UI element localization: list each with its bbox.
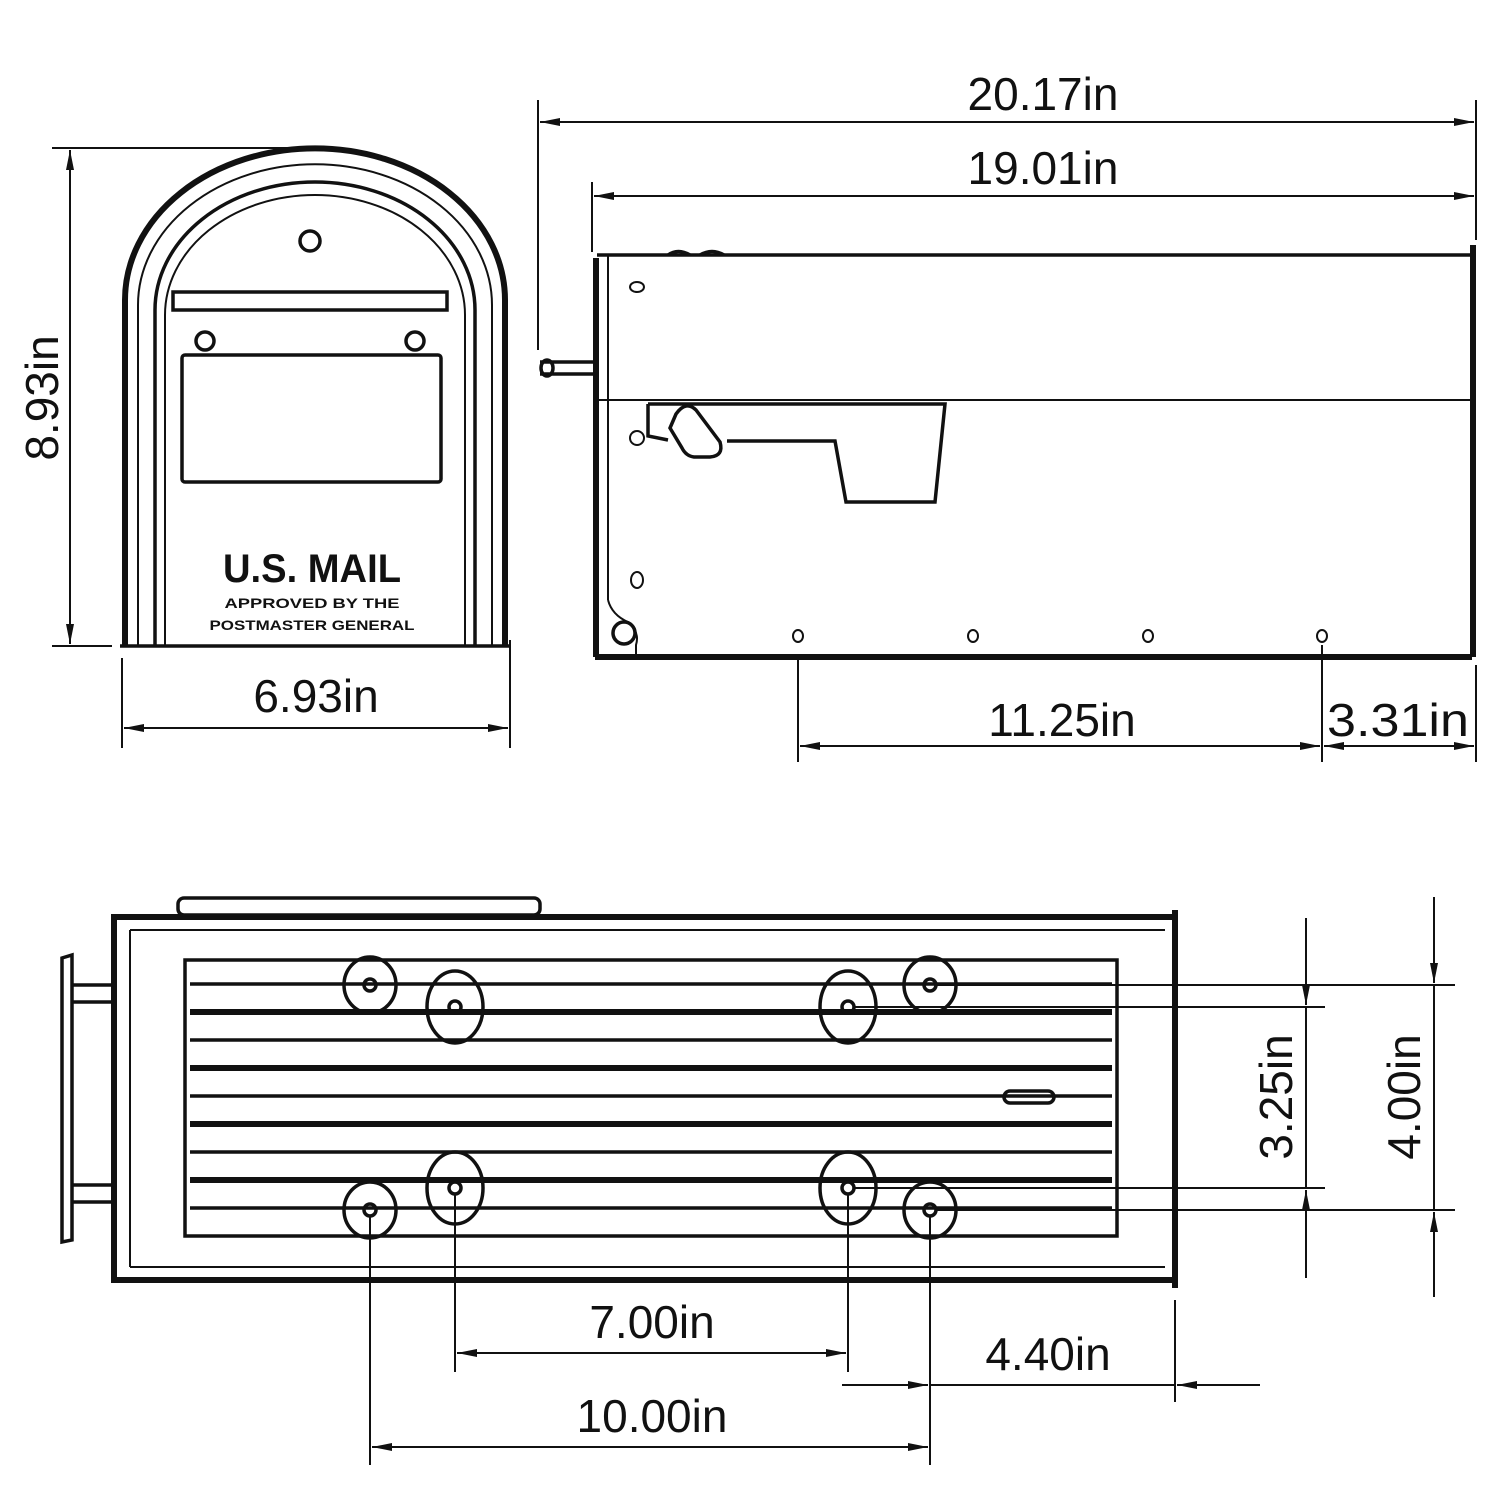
bottom-view: 3.25in 4.00in 7.00in 4.40in 10.00in (60, 896, 1455, 1465)
flag-handle (668, 404, 723, 459)
overall-length-label: 20.17in (968, 68, 1119, 120)
address-plate (180, 353, 443, 484)
side-rear-offset-label: 3.31in (1327, 694, 1469, 746)
hole-span-label: 11.25in (988, 694, 1136, 746)
front-top-hole-icon (298, 229, 322, 253)
front-width-label: 6.93in (253, 670, 378, 722)
postmaster-label: POSTMASTER GENERAL (210, 617, 416, 633)
outer-width-label: 4.00in (1378, 1034, 1430, 1159)
front-door-arch (153, 180, 477, 645)
us-mail-label: U.S. MAIL (223, 547, 401, 591)
front-height-label: 8.93in (16, 335, 68, 460)
ribs (190, 982, 1112, 1210)
ribbed-bottom-panel (183, 958, 1119, 1238)
side-view: 20.17in 19.01in 11.25in 3.31in (537, 68, 1477, 762)
plate-hole-left-icon (194, 330, 216, 352)
latch-knob-icon (539, 358, 555, 378)
inner-length-label: 7.00in (589, 1296, 714, 1348)
outer-length-label: 10.00in (577, 1390, 728, 1442)
front-header-band (171, 290, 449, 312)
plate-hole-right-icon (404, 330, 426, 352)
body-length-label: 19.01in (968, 142, 1119, 194)
hinge-icon (611, 620, 637, 646)
inner-width-label: 3.25in (1250, 1034, 1302, 1159)
flag-top-view (176, 896, 542, 917)
front-view: U.S. MAIL APPROVED BY THE POSTMASTER GEN… (16, 145, 511, 748)
bottom-rear-offset-label: 4.40in (985, 1328, 1110, 1380)
door-handle (60, 952, 74, 1245)
drain-slot (1002, 1089, 1056, 1105)
flag-arm (648, 402, 947, 504)
approved-label: APPROVED BY THE (225, 595, 400, 611)
